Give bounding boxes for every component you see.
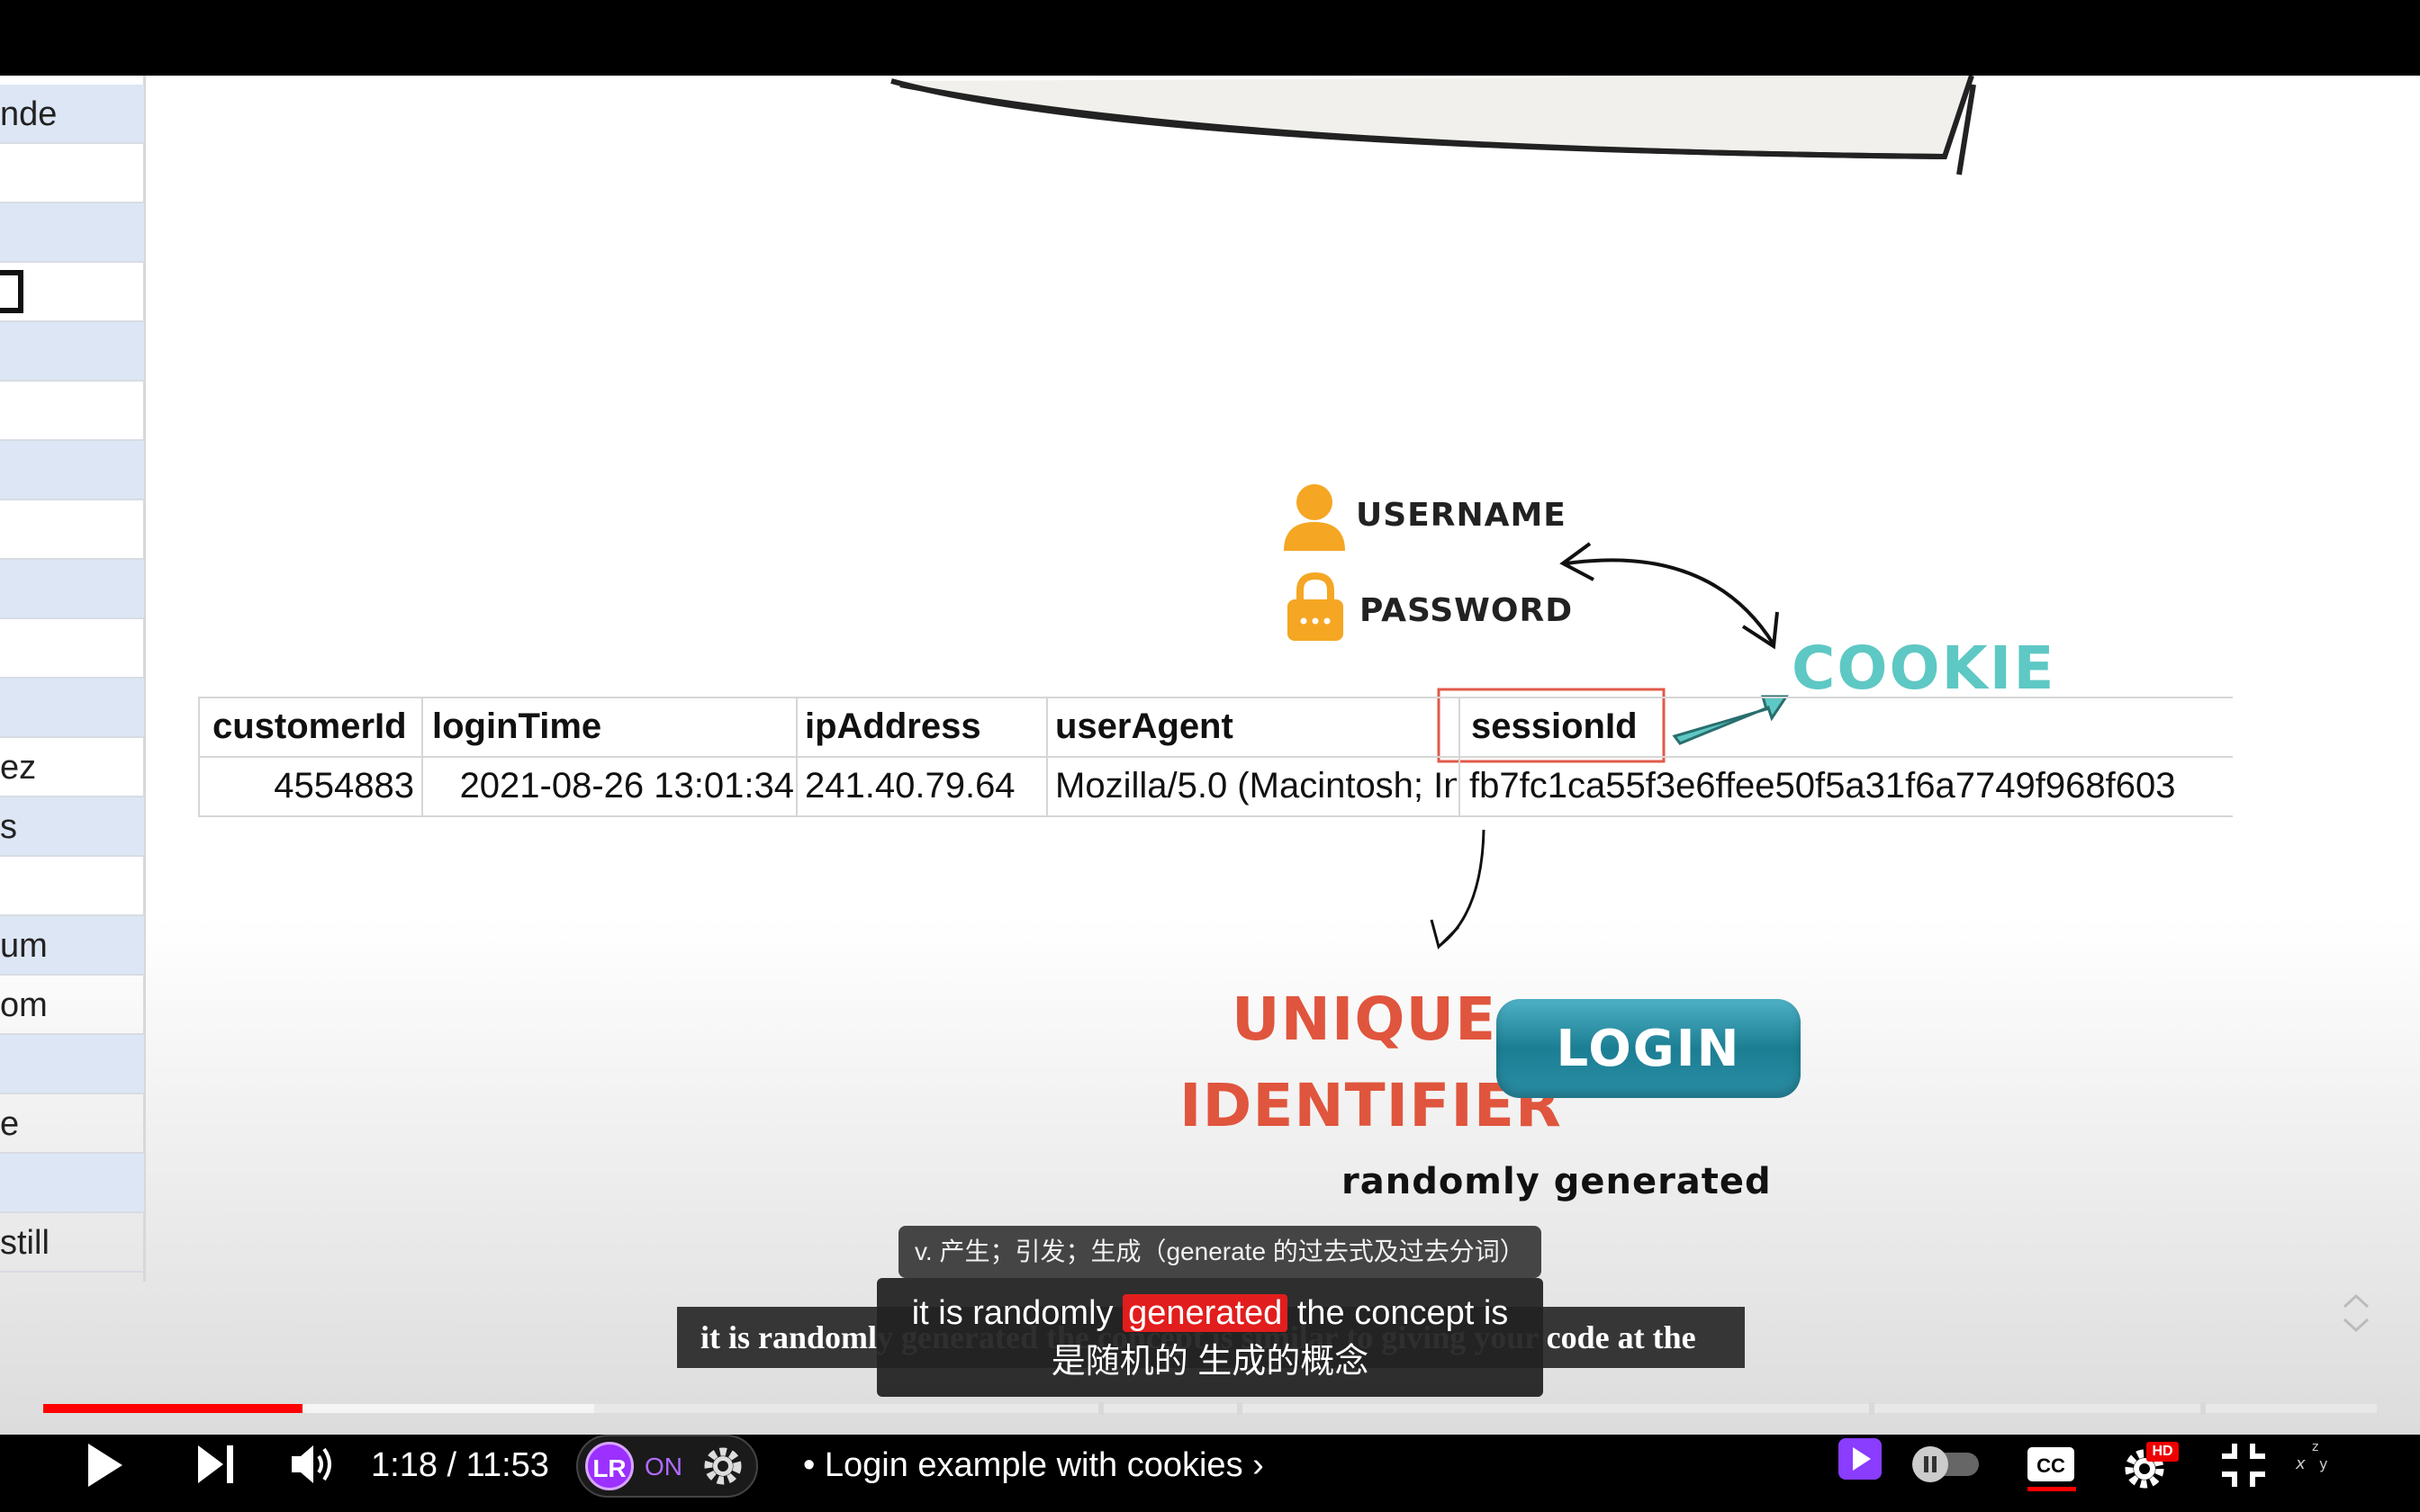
volume-icon[interactable] xyxy=(288,1440,337,1489)
header-ipaddress: ipAddress xyxy=(805,706,981,746)
username-label: USERNAME xyxy=(1356,497,1567,534)
left-cell xyxy=(0,441,144,500)
player-controls xyxy=(0,1435,2420,1512)
video-frame[interactable]: nde ez s um om e still USERNAME PASSWORD… xyxy=(0,76,2420,1435)
chapter-marker xyxy=(1869,1402,1874,1415)
progress-buffered xyxy=(43,1404,594,1413)
autoplay-toggle-icon[interactable] xyxy=(1907,1444,1982,1485)
subtitles-active-indicator xyxy=(2027,1487,2076,1491)
left-cell xyxy=(0,619,144,679)
cc-text: CC xyxy=(2036,1454,2065,1477)
left-cell: um xyxy=(0,916,144,976)
unique-label: UNIQUE xyxy=(1232,985,1497,1054)
cell-logintime: 2021-08-26 13:01:34 xyxy=(459,766,794,806)
language-reactor-logo[interactable]: LR xyxy=(585,1442,634,1490)
cookie-label: COOKIE xyxy=(1792,634,2056,703)
user-icon xyxy=(1284,484,1345,551)
header-useragent: userAgent xyxy=(1055,706,1233,746)
left-cell xyxy=(0,1035,144,1094)
left-cell: om xyxy=(0,976,144,1035)
cell-sessionid: fb7fc1ca55f3e6ffee50f5a31f6a7749f968f603 xyxy=(1469,766,2176,806)
zzz-icon[interactable]: z x y xyxy=(2294,1438,2330,1478)
left-cell: still xyxy=(0,1213,144,1273)
left-cell xyxy=(0,382,144,441)
top-bar xyxy=(0,0,2420,76)
dual-subtitle[interactable]: it is randomly generated the concept is … xyxy=(877,1278,1543,1397)
table-line xyxy=(198,756,2233,758)
quality-settings-icon[interactable] xyxy=(2121,1442,2172,1492)
subtitle-word-group[interactable]: it is randomly xyxy=(911,1294,1124,1332)
progress-track[interactable] xyxy=(43,1404,2377,1413)
next-icon[interactable] xyxy=(194,1442,236,1487)
left-cell: e xyxy=(0,1094,144,1154)
left-cell xyxy=(0,322,144,382)
table-line xyxy=(796,697,798,817)
arrowhead-down xyxy=(1741,611,1779,650)
play-icon[interactable] xyxy=(83,1440,126,1490)
subtitle-line-english[interactable]: it is randomly generated the concept is xyxy=(877,1289,1543,1337)
down-arrowhead xyxy=(1430,919,1460,950)
exit-fullscreen-icon[interactable] xyxy=(2220,1442,2267,1489)
left-cell: nde xyxy=(0,85,144,144)
chapter-title[interactable]: • Login example with cookies › xyxy=(803,1446,1264,1484)
language-reactor-status[interactable]: ON xyxy=(645,1453,682,1480)
left-cell xyxy=(0,679,144,738)
left-cell xyxy=(0,560,144,619)
header-logintime: loginTime xyxy=(432,706,602,746)
progress-played xyxy=(43,1404,302,1413)
highlighted-word[interactable]: generated xyxy=(1123,1294,1288,1332)
hd-badge: HD xyxy=(2146,1442,2179,1462)
left-cell: s xyxy=(0,797,144,857)
subtitles-icon[interactable]: CC xyxy=(2026,1445,2076,1483)
left-cell xyxy=(0,263,144,322)
left-cell xyxy=(0,144,144,203)
curved-arrow xyxy=(1566,558,1775,646)
login-table: customerId loginTime ipAddress userAgent… xyxy=(198,697,2233,817)
header-customerid: customerId xyxy=(212,706,407,746)
left-cell xyxy=(0,857,144,916)
table-line xyxy=(198,815,2233,817)
left-cell-box xyxy=(0,270,23,313)
settings-icon[interactable] xyxy=(699,1442,747,1490)
dictionary-tooltip: v. 产生；引发；生成（generate 的过去式及过去分词） xyxy=(898,1226,1541,1278)
expand-caption-icon[interactable] xyxy=(2341,1291,2371,1336)
cell-ipaddress: 241.40.79.64 xyxy=(805,766,1016,806)
left-cell xyxy=(0,1154,144,1213)
login-button-graphic: LOGIN xyxy=(1496,999,1801,1098)
cell-useragent: Mozilla/5.0 (Macintosh; In xyxy=(1055,766,1457,806)
header-sessionid: sessionId xyxy=(1471,706,1638,746)
subtitle-line-chinese: 是随机的 生成的概念 xyxy=(1051,1343,1369,1381)
left-cell: ez xyxy=(0,738,144,797)
table-line xyxy=(421,697,423,817)
svg-text:y: y xyxy=(2319,1455,2327,1472)
chapter-marker xyxy=(1237,1402,1242,1415)
table-line xyxy=(1046,697,1048,817)
arrowhead-left xyxy=(1559,542,1594,581)
cell-customerid: 4554883 xyxy=(274,766,414,806)
left-cell xyxy=(0,500,144,560)
chapter-marker xyxy=(2200,1402,2206,1415)
chapter-marker xyxy=(1098,1402,1104,1415)
left-spreadsheet-column: nde ez s um om e still xyxy=(0,76,146,1282)
table-line xyxy=(198,697,2233,698)
time-display: 1:18 / 11:53 xyxy=(371,1446,549,1484)
lock-icon xyxy=(1287,572,1343,641)
table-line xyxy=(198,697,200,817)
down-arrow xyxy=(1440,829,1485,947)
svg-text:z: z xyxy=(2312,1440,2318,1454)
left-cell xyxy=(0,203,144,263)
randomly-generated-label: randomly generated xyxy=(1341,1161,1772,1202)
miniplayer-icon[interactable] xyxy=(1837,1436,1883,1481)
svg-text:x: x xyxy=(2295,1454,2306,1473)
subtitle-word-group[interactable]: the concept is xyxy=(1287,1294,1509,1332)
password-label: PASSWORD xyxy=(1359,592,1574,629)
speech-bubble xyxy=(890,76,1976,176)
table-line xyxy=(1458,697,1460,817)
